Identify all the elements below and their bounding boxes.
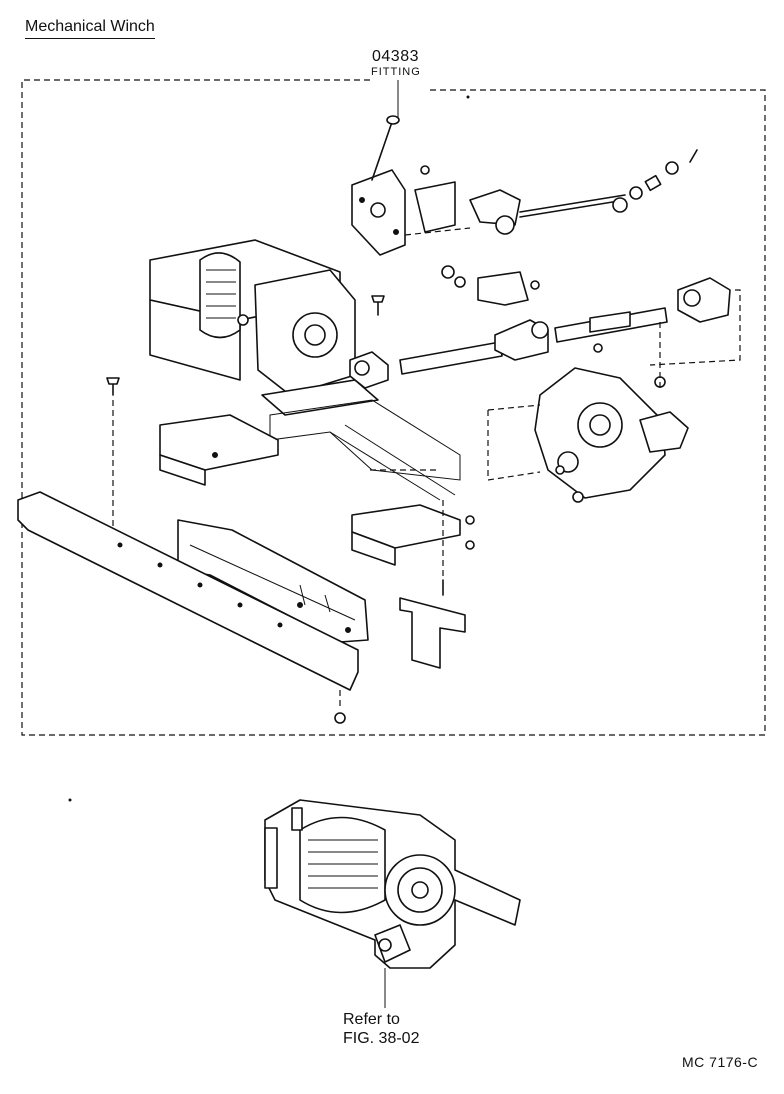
refer-line-1: Refer to	[343, 1011, 400, 1028]
part-name-label: FITTING	[371, 66, 421, 78]
frame-rails	[269, 399, 461, 501]
diagram-title: Mechanical Winch	[25, 18, 155, 39]
fitting-boundary	[21, 79, 766, 736]
pto-gearbox	[487, 320, 689, 503]
winch-reference-illustration	[264, 799, 521, 1008]
front-bumper	[17, 491, 359, 724]
figure-reference: Refer to FIG. 38-02	[343, 1010, 419, 1048]
refer-line-2: FIG. 38-02	[343, 1030, 420, 1047]
right-mount-bracket	[351, 500, 475, 669]
winch-drum-unit	[149, 239, 385, 416]
control-lever-assembly	[351, 115, 698, 256]
propeller-shaft	[349, 265, 741, 389]
part-number-label: 04383	[372, 48, 419, 65]
diagram-code: MC 7176-C	[682, 1054, 759, 1070]
left-mount-bracket	[106, 377, 279, 540]
